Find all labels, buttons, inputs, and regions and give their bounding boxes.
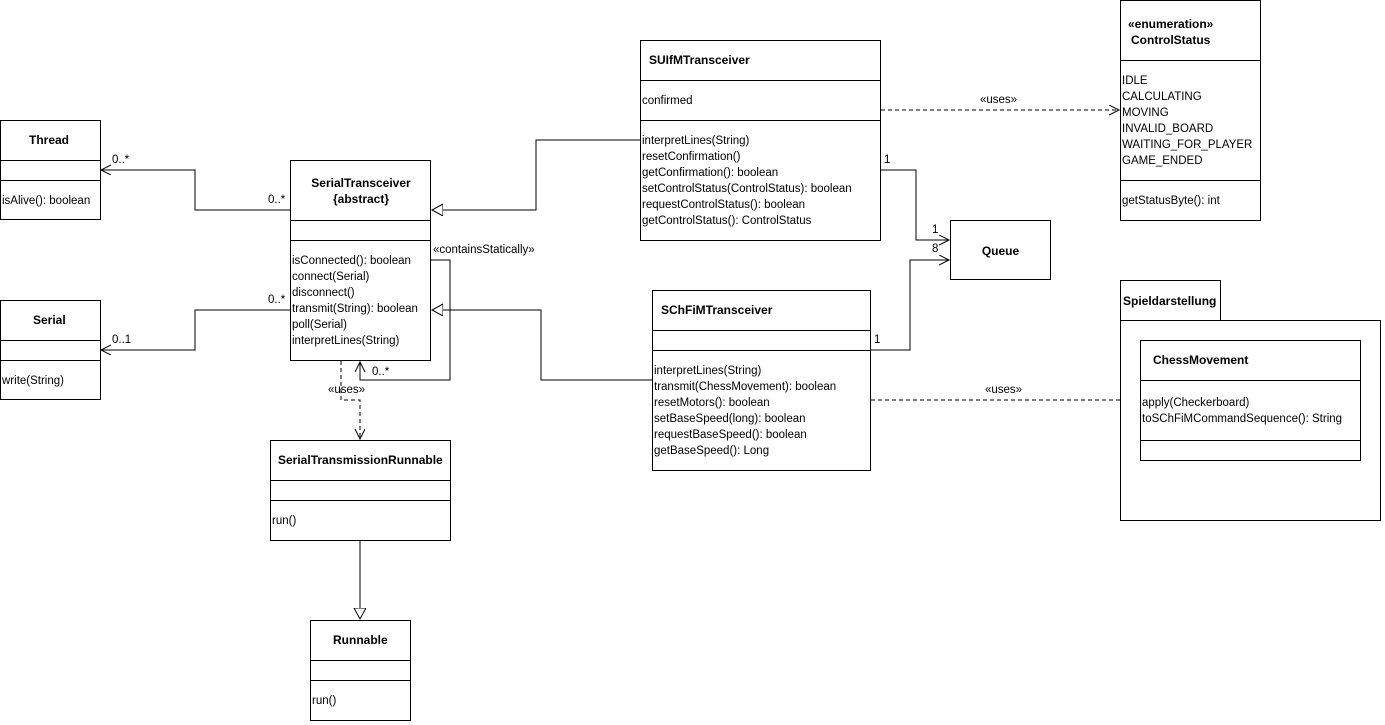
- method: getConfirmation(): boolean: [642, 167, 779, 179]
- uses-runnable-label: «uses»: [328, 384, 366, 396]
- method: getBaseSpeed(): Long: [654, 445, 770, 457]
- serial-source-multiplicity: 0..*: [268, 294, 286, 306]
- class-serial[interactable]: Serial write(String): [0, 300, 101, 400]
- class-name: ChessMovement: [1141, 341, 1360, 381]
- method: toSChFiMCommandSequence(): String: [1142, 413, 1343, 425]
- method: interpretLines(String): [642, 135, 750, 147]
- suifm-queue-target-multiplicity: 1: [932, 224, 939, 236]
- attributes-compartment: [653, 331, 870, 351]
- methods-compartment: isConnected(): boolean connect(Serial) d…: [291, 241, 430, 361]
- method: run(): [312, 695, 337, 707]
- method: transmit(String): boolean: [292, 303, 418, 315]
- edge-schfim-generalization: [432, 310, 652, 381]
- class-name: SChFiMTransceiver: [653, 291, 870, 331]
- class-schfimtransceiver[interactable]: SChFiMTransceiver interpretLines(String)…: [652, 290, 871, 471]
- uses-chessmovement-label: «uses»: [985, 384, 1023, 396]
- attributes-compartment: [1, 161, 100, 181]
- enum-literal: GAME_ENDED: [1122, 155, 1203, 167]
- method: getControlStatus(): ControlStatus: [642, 215, 812, 227]
- edge-suifm-generalization: [432, 139, 640, 210]
- method: connect(Serial): [292, 271, 370, 283]
- class-stereotype: «enumeration»: [1128, 17, 1214, 31]
- methods-compartment: interpretLines(String) transmit(ChessMov…: [653, 351, 870, 471]
- method: requestBaseSpeed(): boolean: [654, 429, 807, 441]
- methods-compartment: write(String): [1, 361, 100, 401]
- method: write(String): [2, 375, 64, 387]
- edge-suifm-queue: [881, 169, 949, 240]
- class-chessmovement[interactable]: ChessMovement apply(Checkerboard) toSChF…: [1140, 340, 1361, 461]
- methods-compartment: getStatusByte(): int: [1121, 181, 1260, 221]
- class-name: Runnable: [311, 621, 410, 661]
- class-suifmtransceiver[interactable]: SUIfMTransceiver confirmed interpretLine…: [640, 40, 881, 241]
- attribute: confirmed: [642, 95, 693, 107]
- methods-compartment: apply(Checkerboard) toSChFiMCommandSeque…: [1141, 381, 1360, 441]
- attributes-compartment: [291, 221, 430, 241]
- contains-statically-label: «containsStatically»: [433, 244, 535, 256]
- method: isConnected(): boolean: [292, 255, 411, 267]
- class-name: SUIfMTransceiver: [641, 41, 880, 81]
- attributes-compartment: [311, 661, 410, 681]
- attributes-compartment: [1, 341, 100, 361]
- methods-compartment: run(): [311, 681, 410, 721]
- class-modifier: {abstract}: [332, 192, 390, 206]
- enum-literal: INVALID_BOARD: [1122, 123, 1214, 135]
- method: interpretLines(String): [654, 365, 762, 377]
- method: run(): [272, 515, 297, 527]
- class-queue[interactable]: Queue: [950, 220, 1051, 280]
- enum-literal: WAITING_FOR_PLAYER: [1122, 139, 1253, 151]
- attributes-compartment: [271, 481, 450, 501]
- thread-source-multiplicity: 0..*: [268, 194, 286, 206]
- class-header: «enumeration» ControlStatus: [1121, 1, 1260, 61]
- method: interpretLines(String): [292, 335, 400, 347]
- class-thread[interactable]: Thread isAlive(): boolean: [0, 120, 101, 220]
- empty-compartment: [1141, 441, 1360, 461]
- serial-target-multiplicity: 0..1: [112, 334, 132, 346]
- suifm-queue-source-multiplicity: 1: [884, 154, 891, 166]
- method: setControlStatus(ControlStatus): boolean: [642, 183, 852, 195]
- self-multiplicity: 0..*: [372, 366, 390, 378]
- class-name: Queue: [981, 244, 1020, 258]
- schfim-queue-target-multiplicity: 8: [932, 243, 939, 255]
- thread-target-multiplicity: 0..*: [112, 154, 130, 166]
- edge-serialtransceiver-serial: [101, 309, 290, 350]
- method: disconnect(): [292, 287, 355, 299]
- uses-controlstatus-label: «uses»: [980, 94, 1018, 106]
- class-header: SerialTransceiver {abstract}: [291, 161, 430, 221]
- literals-compartment: IDLE CALCULATING MOVING INVALID_BOARD WA…: [1121, 61, 1260, 181]
- class-name: SerialTransceiver: [311, 176, 411, 190]
- method: isAlive(): boolean: [2, 195, 91, 207]
- method: requestControlStatus(): boolean: [642, 199, 806, 211]
- method: poll(Serial): [292, 319, 347, 331]
- methods-compartment: isAlive(): boolean: [1, 181, 100, 221]
- method: getStatusByte(): int: [1122, 195, 1220, 207]
- class-name: ControlStatus: [1131, 33, 1211, 47]
- class-serialtransceiver[interactable]: SerialTransceiver {abstract} isConnected…: [290, 160, 431, 361]
- class-runnable[interactable]: Runnable run(): [310, 620, 411, 721]
- schfim-queue-source-multiplicity: 1: [874, 334, 881, 346]
- class-name: SerialTransmissionRunnable: [271, 441, 450, 481]
- class-name: Thread: [1, 121, 100, 161]
- edge-contains-statically: [360, 259, 451, 381]
- package-tab[interactable]: Spieldarstellung: [1120, 280, 1221, 321]
- edge-serialtransceiver-thread: [101, 170, 290, 211]
- methods-compartment: interpretLines(String) resetConfirmation…: [641, 121, 880, 241]
- attributes-compartment: confirmed: [641, 81, 880, 121]
- method: resetMotors(): boolean: [654, 397, 770, 409]
- methods-compartment: run(): [271, 501, 450, 541]
- class-name: Serial: [1, 301, 100, 341]
- method: resetConfirmation(): [642, 151, 741, 163]
- method: apply(Checkerboard): [1142, 397, 1250, 409]
- enum-literal: CALCULATING: [1122, 91, 1202, 103]
- edge-schfim-queue: [871, 260, 949, 351]
- enum-literal: MOVING: [1122, 107, 1169, 119]
- enum-literal: IDLE: [1122, 75, 1148, 87]
- class-serialtransmissionrunnable[interactable]: SerialTransmissionRunnable run(): [270, 440, 451, 541]
- method: transmit(ChessMovement): boolean: [654, 381, 837, 393]
- method: setBaseSpeed(long): boolean: [654, 413, 806, 425]
- edge-uses-runnable: [340, 361, 360, 439]
- class-controlstatus[interactable]: «enumeration» ControlStatus IDLE CALCULA…: [1120, 0, 1261, 221]
